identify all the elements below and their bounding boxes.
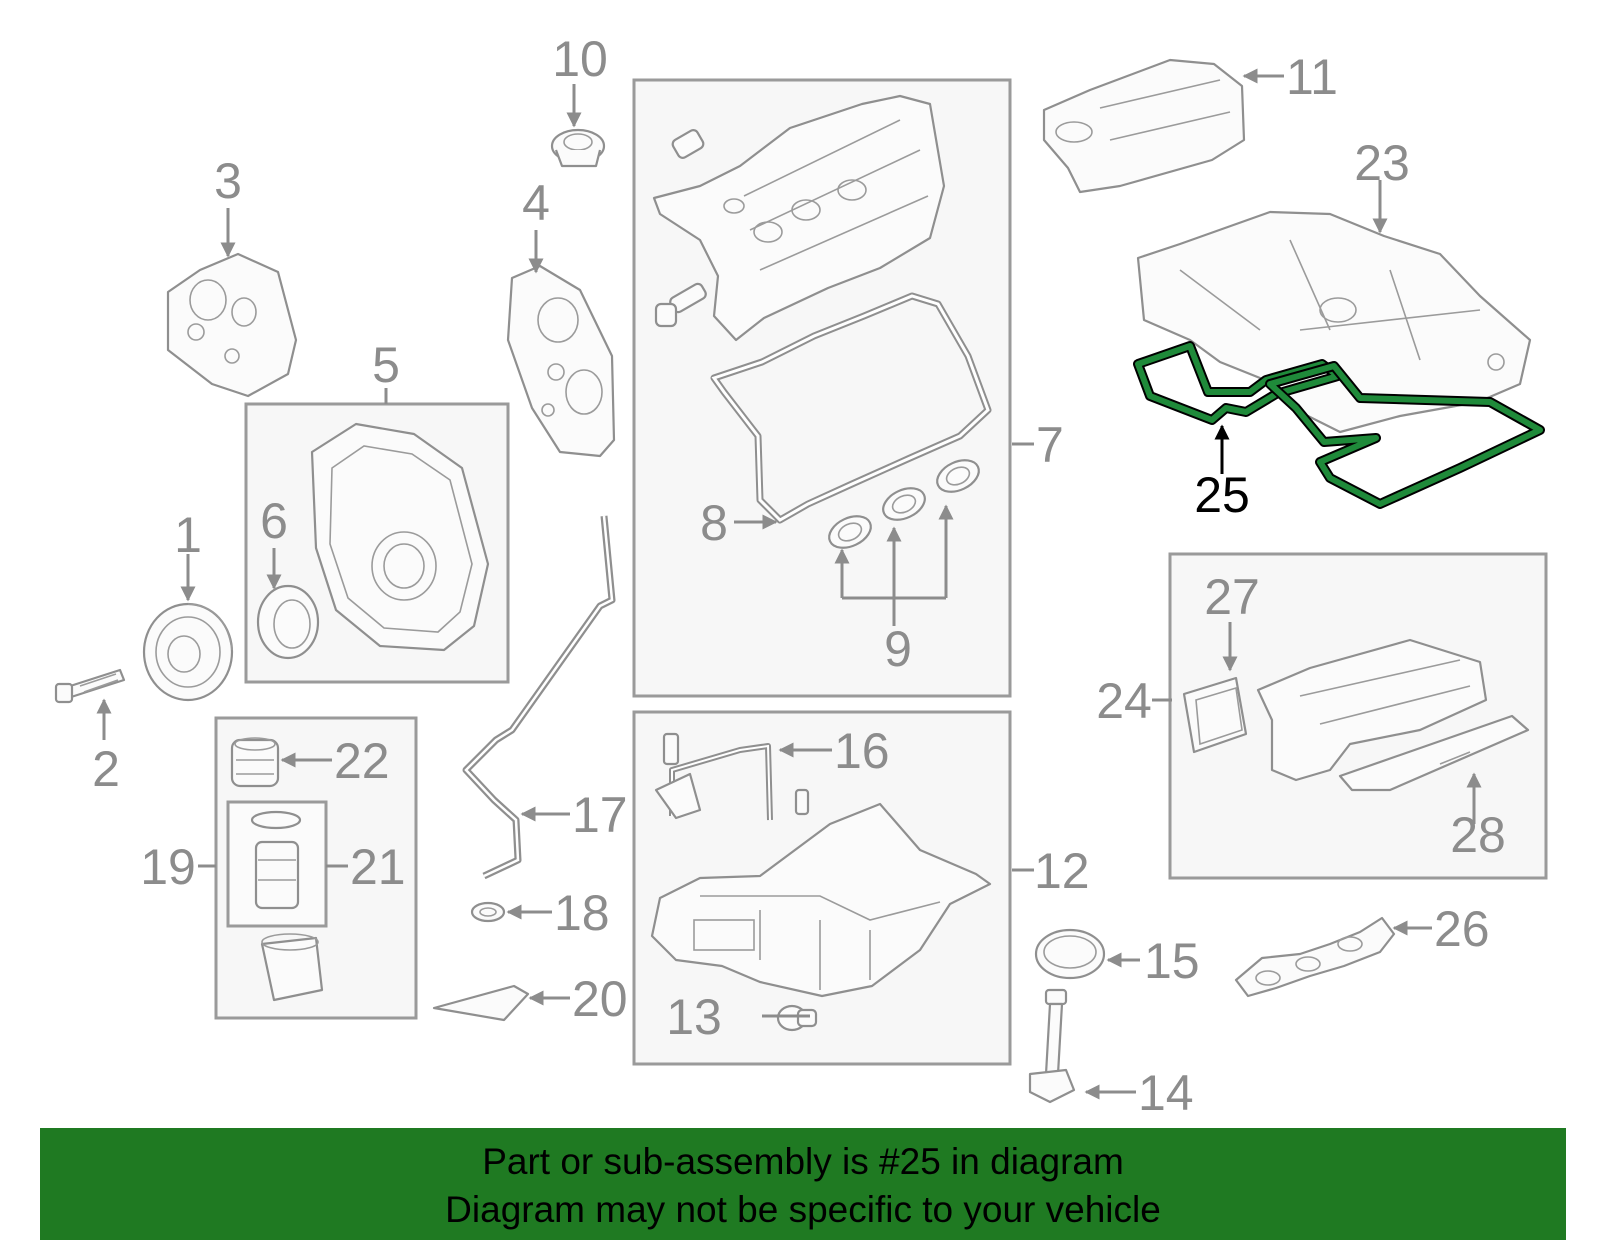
callout-7: 7: [1036, 417, 1064, 473]
exhaust-manifold-gasket-part[interactable]: [1234, 916, 1396, 998]
callout-15: 15: [1144, 933, 1200, 989]
plate-part[interactable]: [432, 984, 530, 1022]
callout-23: 23: [1354, 135, 1410, 191]
callout-1: 1: [174, 507, 202, 563]
callout-13: 13: [666, 989, 722, 1045]
callout-5: 5: [372, 337, 400, 393]
oil-tube-part[interactable]: [654, 732, 810, 821]
callout-28: 28: [1450, 807, 1506, 863]
banner-line-part-number: Part or sub-assembly is #25 in diagram: [482, 1141, 1124, 1182]
callout-27: 27: [1204, 569, 1260, 625]
front-seal-part[interactable]: [256, 584, 320, 660]
dipstick-tube-part[interactable]: [462, 515, 616, 880]
oil-filter-housing-part[interactable]: [260, 933, 324, 1002]
callout-labels: 1 2 3 4 5 6 7 8 9 10 11 12 13 14 15 16 1…: [92, 31, 1506, 1121]
o-ring-part[interactable]: [1034, 928, 1106, 980]
callout-26: 26: [1434, 901, 1490, 957]
callout-4: 4: [522, 175, 550, 231]
callout-12: 12: [1034, 843, 1090, 899]
valve-cover-plug-part[interactable]: [654, 128, 708, 328]
callout-8: 8: [700, 495, 728, 551]
drain-plug-part[interactable]: [776, 1004, 818, 1032]
callout-24: 24: [1096, 673, 1152, 729]
oil-filter-element-part[interactable]: [250, 810, 302, 910]
oil-level-sensor-part[interactable]: [1028, 988, 1076, 1104]
callout-11: 11: [1286, 49, 1338, 105]
oil-screen-part[interactable]: [1182, 676, 1248, 754]
intake-manifold-gasket-part[interactable]: [1133, 341, 1545, 509]
crankshaft-pulley-part[interactable]: [142, 602, 234, 702]
banner-line-disclaimer: Diagram may not be specific to your vehi…: [445, 1189, 1161, 1230]
engine-front-cover-part[interactable]: [310, 422, 490, 652]
oil-filter-cap-part[interactable]: [230, 737, 280, 788]
washer-part[interactable]: [470, 901, 506, 923]
callout-10: 10: [552, 31, 608, 87]
callout-17: 17: [572, 787, 628, 843]
callout-20: 20: [572, 971, 628, 1027]
oil-pan-part[interactable]: [650, 802, 992, 998]
info-banner: Part or sub-assembly is #25 in diagram D…: [40, 1128, 1566, 1240]
leader-lines: [96, 68, 1482, 1100]
oil-pan-upper-part[interactable]: [1256, 638, 1488, 782]
callout-25: 25: [1194, 467, 1250, 523]
valve-cover-part[interactable]: [652, 94, 946, 342]
callout-3: 3: [214, 153, 242, 209]
callout-9: 9: [884, 621, 912, 677]
callout-22: 22: [334, 733, 390, 789]
callout-6: 6: [260, 493, 288, 549]
oil-filler-cap-part[interactable]: [550, 128, 606, 168]
callout-21: 21: [350, 839, 406, 895]
callout-16: 16: [834, 723, 890, 779]
baffle-part[interactable]: [1338, 714, 1530, 792]
valve-cover-gasket-part[interactable]: [710, 292, 992, 524]
timing-cover-part[interactable]: [166, 252, 298, 398]
callout-19: 19: [140, 839, 196, 895]
callout-2: 2: [92, 741, 120, 797]
front-cover-part[interactable]: [506, 264, 616, 458]
intake-manifold-part[interactable]: [1136, 210, 1532, 434]
callout-18: 18: [554, 885, 610, 941]
pulley-bolt-part[interactable]: [54, 668, 126, 704]
intake-shield-part[interactable]: [1042, 58, 1246, 194]
callout-14: 14: [1138, 1065, 1194, 1121]
spark-plug-tube-seal-part[interactable]: [824, 454, 984, 554]
